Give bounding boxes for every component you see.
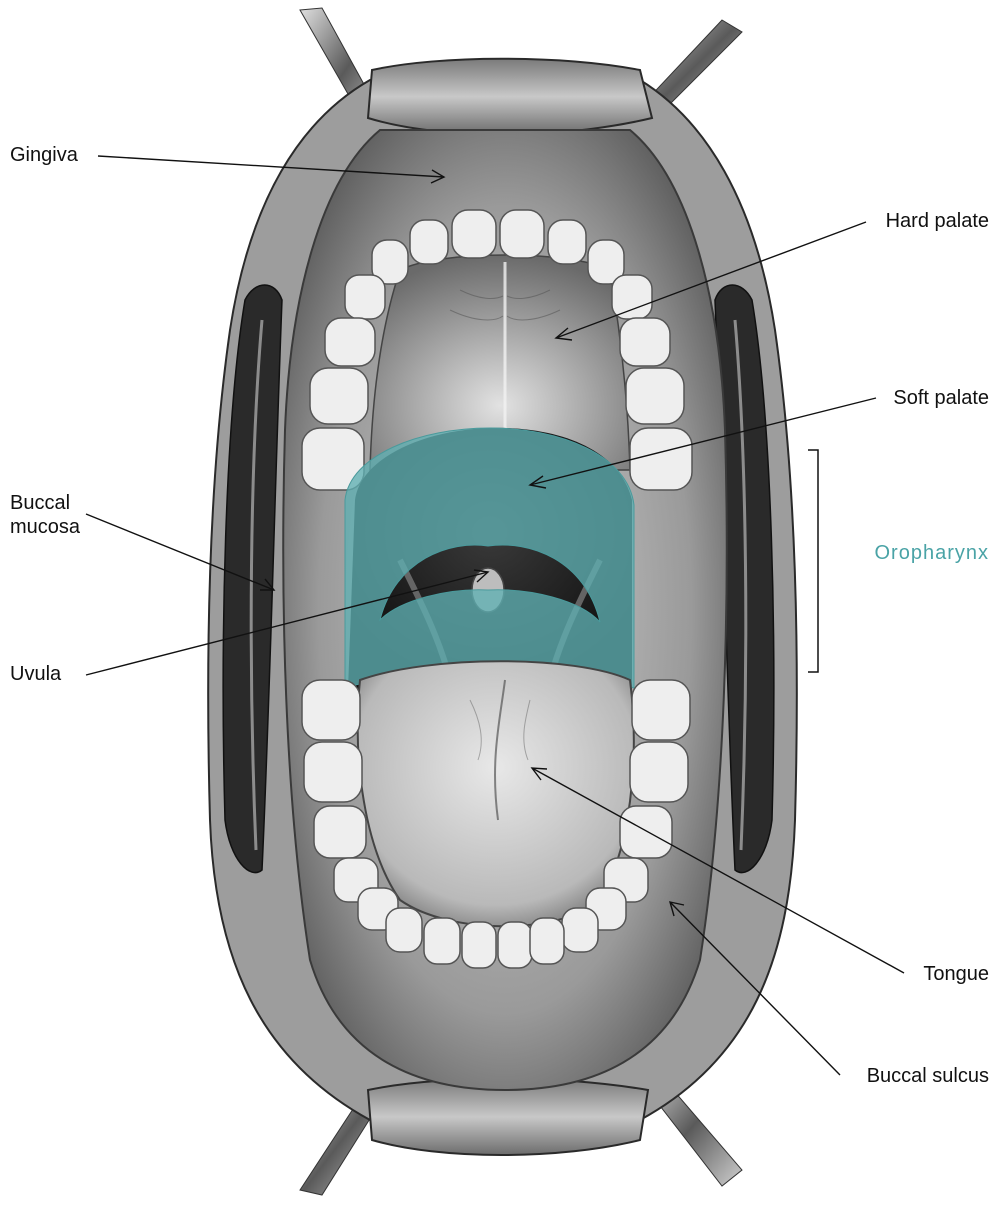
label-buccal-mucosa: Buccal mucosa — [10, 491, 80, 539]
label-buccal-mucosa-line2: mucosa — [10, 515, 80, 539]
label-soft-palate: Soft palate — [893, 386, 989, 410]
label-buccal-sulcus: Buccal sulcus — [867, 1064, 989, 1088]
label-hard-palate: Hard palate — [886, 209, 989, 233]
oropharynx-bracket — [808, 450, 818, 672]
label-oropharynx: Oropharynx — [875, 541, 990, 565]
label-uvula: Uvula — [10, 662, 61, 686]
label-buccal-mucosa-line1: Buccal — [10, 491, 80, 515]
oropharynx-region — [345, 428, 634, 690]
upper-lip — [368, 59, 652, 135]
label-gingiva: Gingiva — [10, 143, 78, 167]
label-tongue: Tongue — [923, 962, 989, 986]
